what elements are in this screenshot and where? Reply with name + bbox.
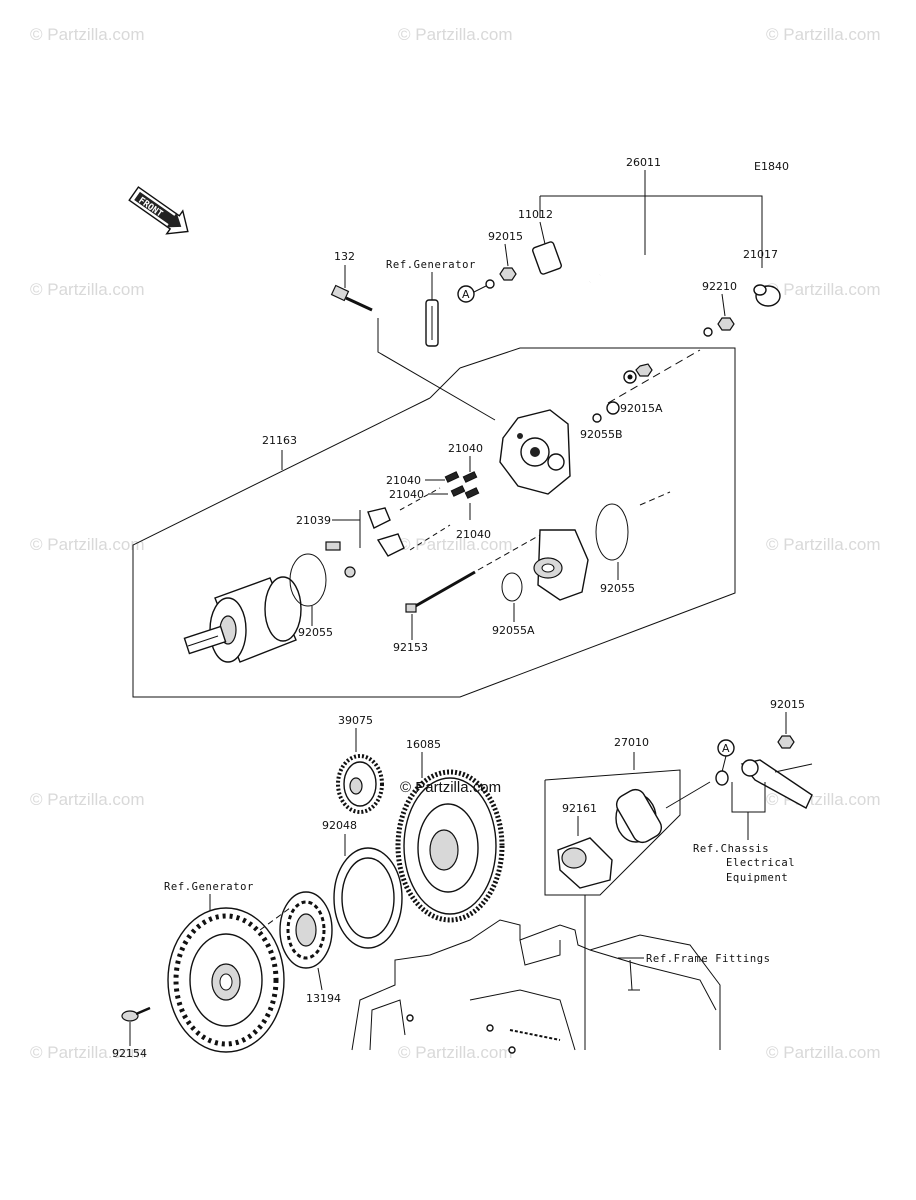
part-label-92154: 92154 [112,1047,147,1060]
generator-rotor [167,907,285,1053]
part-label-21039: 21039 [296,514,331,527]
o-ring-right [595,503,629,561]
watermark: © Partzilla.com [30,1043,145,1062]
washer-stack [592,349,701,423]
part-label-92210: 92210 [702,280,737,293]
watermark: © Partzilla.com [30,280,145,299]
relay-cover [557,837,613,889]
part-label-92015: 92015 [770,698,805,711]
idle-gear [336,754,384,814]
part-label-11012: 11012 [518,208,553,221]
ref-frame-fittings: Ref.Frame Fittings [646,953,771,965]
part-label-39075: 39075 [338,714,373,727]
part-label-92055a: 92055A [492,624,535,637]
starter-motor-box [132,318,736,698]
part-label-21040: 21040 [456,528,491,541]
watermark-center: © Partzilla.com [400,779,501,796]
nut-92015 [777,735,795,749]
part-label-13194: 13194 [306,992,341,1005]
watermark: © Partzilla.com [398,1043,513,1062]
brushes [444,471,480,499]
part-label-27010: 27010 [614,736,649,749]
part-label-92015a: 92015A [620,402,663,415]
bolt-92154 [121,1006,151,1022]
relay-box [544,769,681,896]
part-label-92055: 92055 [298,626,333,639]
rear-end-cover [499,409,571,495]
diagram-code: E1840 [754,160,789,173]
starter-relay [615,781,711,844]
part-label-21040: 21040 [389,488,424,501]
frame-outline [351,919,721,1054]
watermark: © Partzilla.com [30,25,145,44]
part-label-21163: 21163 [262,434,297,447]
plate-washer [333,847,403,949]
bolt-132 [330,284,373,312]
part-label-132: 132 [334,250,355,263]
part-label-92048: 92048 [322,819,357,832]
starter-cable-assembly [485,170,781,337]
part-label-21040: 21040 [386,474,421,487]
watermark: © Partzilla.com [398,25,513,44]
ref-generator-top: Ref.Generator [386,259,476,271]
watermark: © Partzilla.com [766,25,881,44]
watermark: © Partzilla.com [766,280,881,299]
front-end-cover [533,529,589,601]
callout-a-right: A [717,739,735,773]
ref-generator-bottom: Ref.Generator [164,881,254,893]
brush-holder [325,487,451,578]
part-label-21017: 21017 [743,248,778,261]
ref-chassis-line3: Equipment [726,872,788,884]
one-way-clutch [279,891,333,969]
watermark: © Partzilla.com [766,1043,881,1062]
ref-chassis-line2: Electrical [726,857,795,869]
watermark: © Partzilla.com [30,790,145,809]
part-label-92153: 92153 [393,641,428,654]
watermark: © Partzilla.com [30,535,145,554]
o-ring-92055a [501,572,523,602]
part-label-26011: 26011 [626,156,661,169]
callout-a: A [462,288,470,301]
part-label-92161: 92161 [562,802,597,815]
part-label-92055b: 92055B [580,428,623,441]
o-ring-left [289,553,327,607]
ref-chassis-line1: Ref.Chassis [693,843,769,855]
front-arrow-icon: FRONT [128,186,189,235]
starter-ring-gear [395,769,505,923]
cable-connector [715,759,813,809]
watermark: © Partzilla.com [766,535,881,554]
callout-a-top: A [457,285,487,303]
part-label-16085: 16085 [406,738,441,751]
callout-a: A [722,742,730,755]
part-label-92055: 92055 [600,582,635,595]
watermarks: © Partzilla.com © Partzilla.com © Partzi… [30,25,881,1062]
through-bolt [411,570,476,610]
yoke-assembly [183,576,302,663]
part-label-92015: 92015 [488,230,523,243]
part-label-21040: 21040 [448,442,483,455]
